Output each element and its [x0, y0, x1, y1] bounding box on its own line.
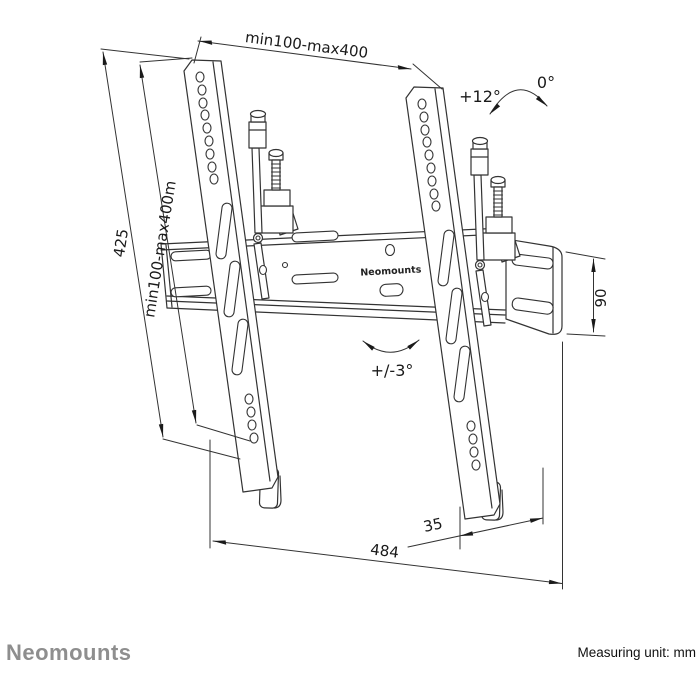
- dim-label-484: 484: [369, 540, 400, 561]
- dim-label-90: 90: [592, 288, 610, 307]
- screw-bracket: [470, 148, 489, 176]
- plate-slot: [291, 230, 339, 243]
- angle-label-zero: 0°: [537, 73, 555, 92]
- tilt-bracket-housing: [259, 205, 294, 234]
- tilt-mechanism-left: [248, 109, 299, 300]
- dimension-top-vesa-width: min100-max400: [193, 28, 443, 90]
- tension-screw-head: [268, 148, 284, 158]
- wall-plate: Neomounts: [160, 227, 563, 335]
- tilt-strap: [251, 147, 263, 234]
- end-cap-slot: [511, 297, 554, 315]
- tilt-angle-annotation: +12° 0°: [459, 73, 555, 115]
- plate-brand-label: Neomounts: [360, 264, 422, 278]
- dimension-right-height-90: 90: [565, 251, 610, 337]
- angle-label-plus12: +12°: [459, 87, 501, 106]
- adjustment-screw-head: [249, 109, 267, 119]
- plate-slot: [291, 272, 339, 285]
- wall-plate-end-cap: [505, 238, 563, 335]
- angle-label-plusminus3: +/-3°: [371, 361, 414, 380]
- dim-label-35: 35: [422, 514, 444, 536]
- plate-cutout: [379, 283, 404, 297]
- level-angle-annotation: +/-3°: [362, 339, 420, 380]
- brand-logo: Neomounts: [6, 640, 132, 665]
- tilt-strap: [473, 174, 485, 261]
- plate-slot: [170, 249, 212, 262]
- adjustment-screw-head: [471, 136, 489, 146]
- screw-thread: [271, 159, 281, 191]
- tilt-bracket-housing: [481, 232, 516, 261]
- vesa-rail-left: [183, 59, 279, 493]
- plate-slot: [170, 285, 212, 298]
- plate-screw: [281, 261, 289, 269]
- plate-hole: [384, 243, 396, 257]
- vesa-rail-right: [405, 86, 501, 520]
- dimension-bottom-width-484: 484: [209, 341, 563, 590]
- dimension-left-height-425: 425: [100, 48, 241, 460]
- dimension-bottom-offset-35: 35: [407, 467, 544, 550]
- measuring-unit-note: Measuring unit: mm: [577, 645, 696, 660]
- screw-bracket: [248, 121, 267, 149]
- tension-screw-head: [490, 175, 506, 185]
- dim-label-425: 425: [110, 227, 132, 258]
- dim-label-top: min100-max400: [244, 28, 369, 62]
- tilt-mechanism-right: [470, 136, 521, 327]
- screw-thread: [493, 186, 503, 218]
